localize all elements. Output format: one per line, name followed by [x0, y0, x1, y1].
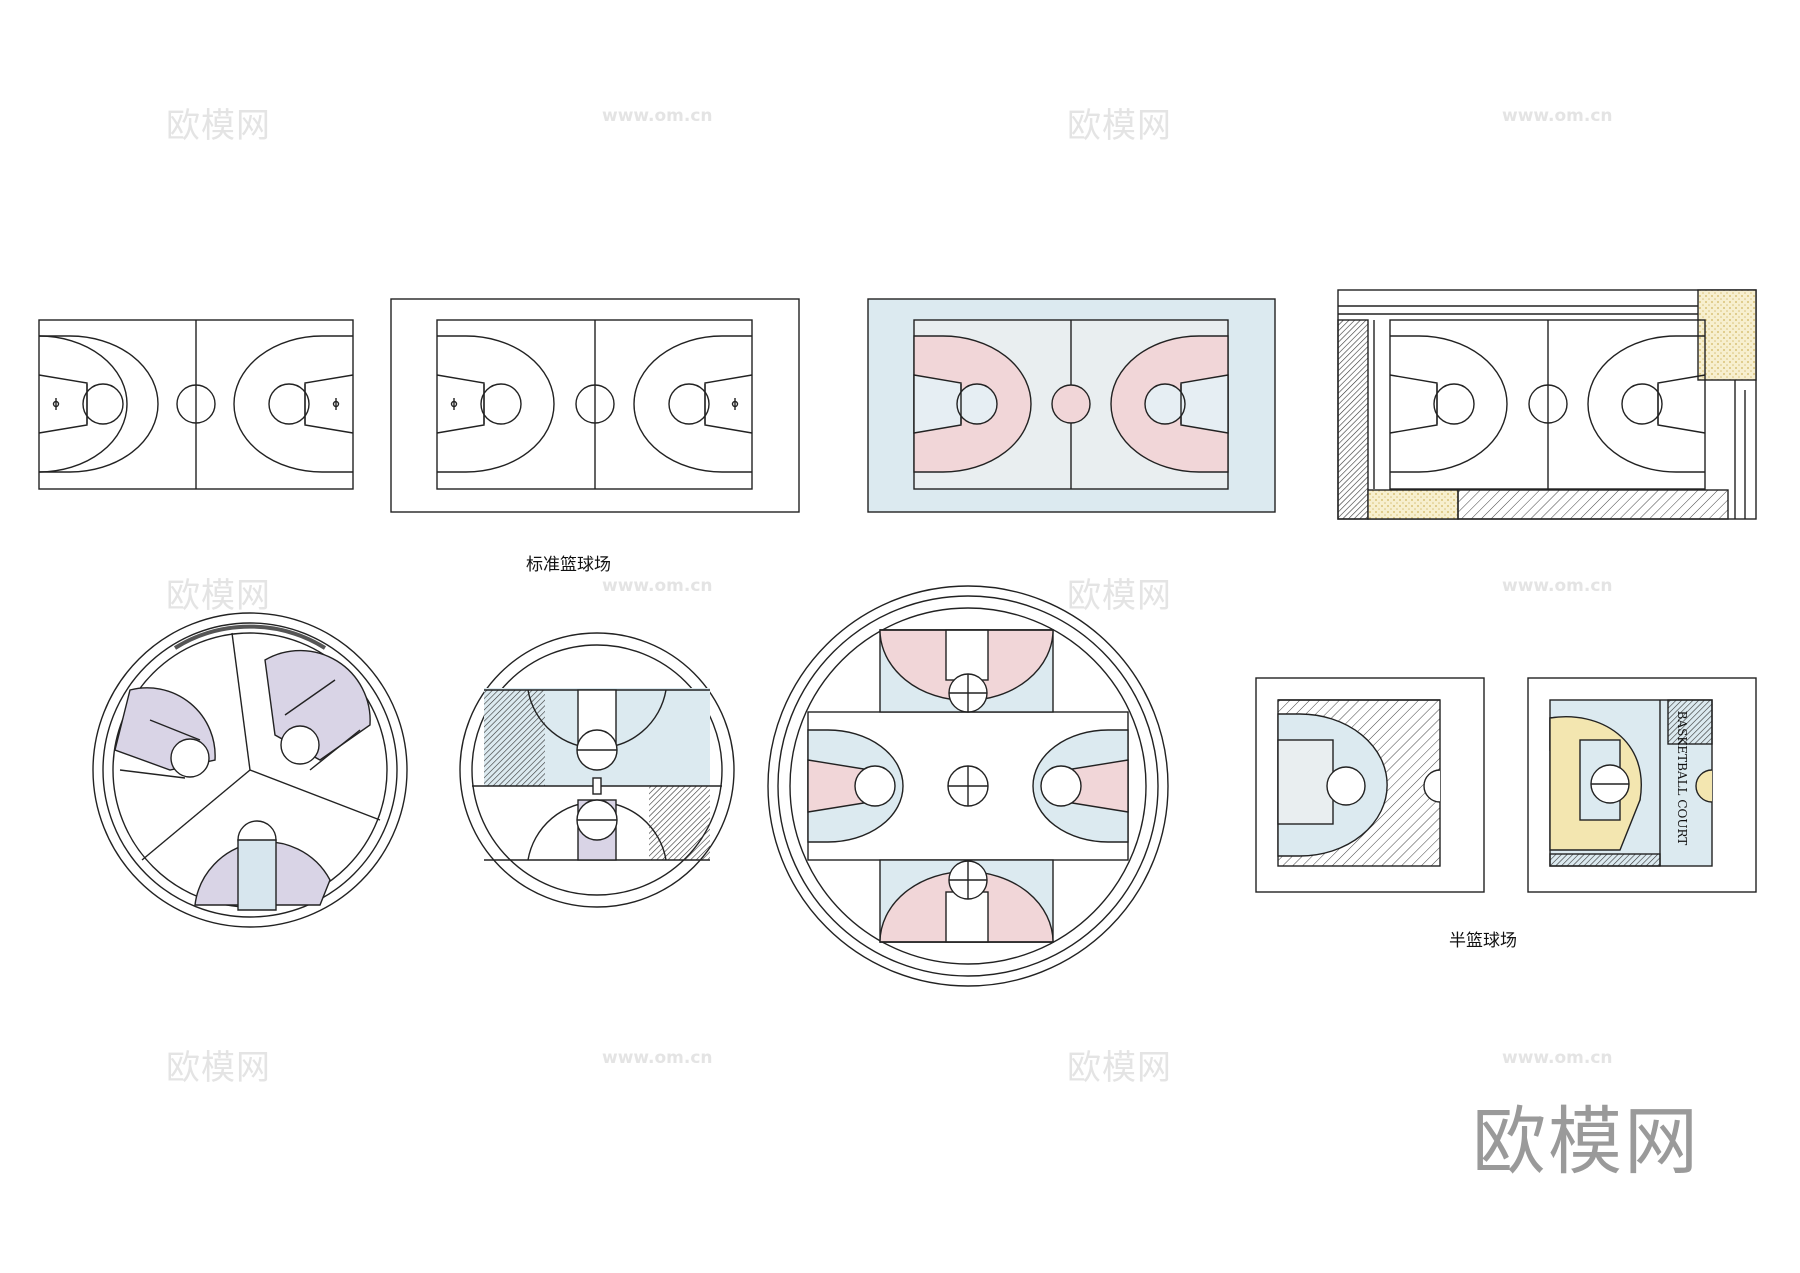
watermark-brand: 欧模网 [166, 106, 271, 146]
court-bordered [390, 298, 800, 513]
round-court-three-way [92, 612, 408, 928]
watermark-brand: 欧模网 [1067, 1048, 1172, 1088]
court-colored [867, 298, 1276, 513]
watermark-url: www.om.cn [1502, 106, 1613, 126]
round-court-quad [767, 585, 1169, 987]
standard-court-caption: 标准篮球场 [526, 555, 611, 575]
half-court-hatched [1255, 677, 1485, 893]
watermark-brand: 欧模网 [166, 576, 271, 616]
watermark-brand: 欧模网 [1067, 106, 1172, 146]
half-court-caption: 半篮球场 [1449, 931, 1517, 951]
watermark-brand: 欧模网 [1067, 576, 1172, 616]
watermark-url: www.om.cn [1502, 576, 1613, 596]
brand-logo: 欧模网 [1472, 1099, 1700, 1185]
court-hatched [1337, 289, 1757, 520]
half-court-colored [1527, 677, 1757, 893]
watermark-brand: 欧模网 [166, 1048, 271, 1088]
watermark-url: www.om.cn [602, 1048, 713, 1068]
watermark-url: www.om.cn [1502, 1048, 1613, 1068]
court-plain [38, 319, 354, 490]
basketball-court-label: BASKETBALL COURT [1675, 711, 1689, 846]
round-court-double [459, 632, 735, 908]
watermark-url: www.om.cn [602, 106, 713, 126]
watermark-url: www.om.cn [602, 576, 713, 596]
